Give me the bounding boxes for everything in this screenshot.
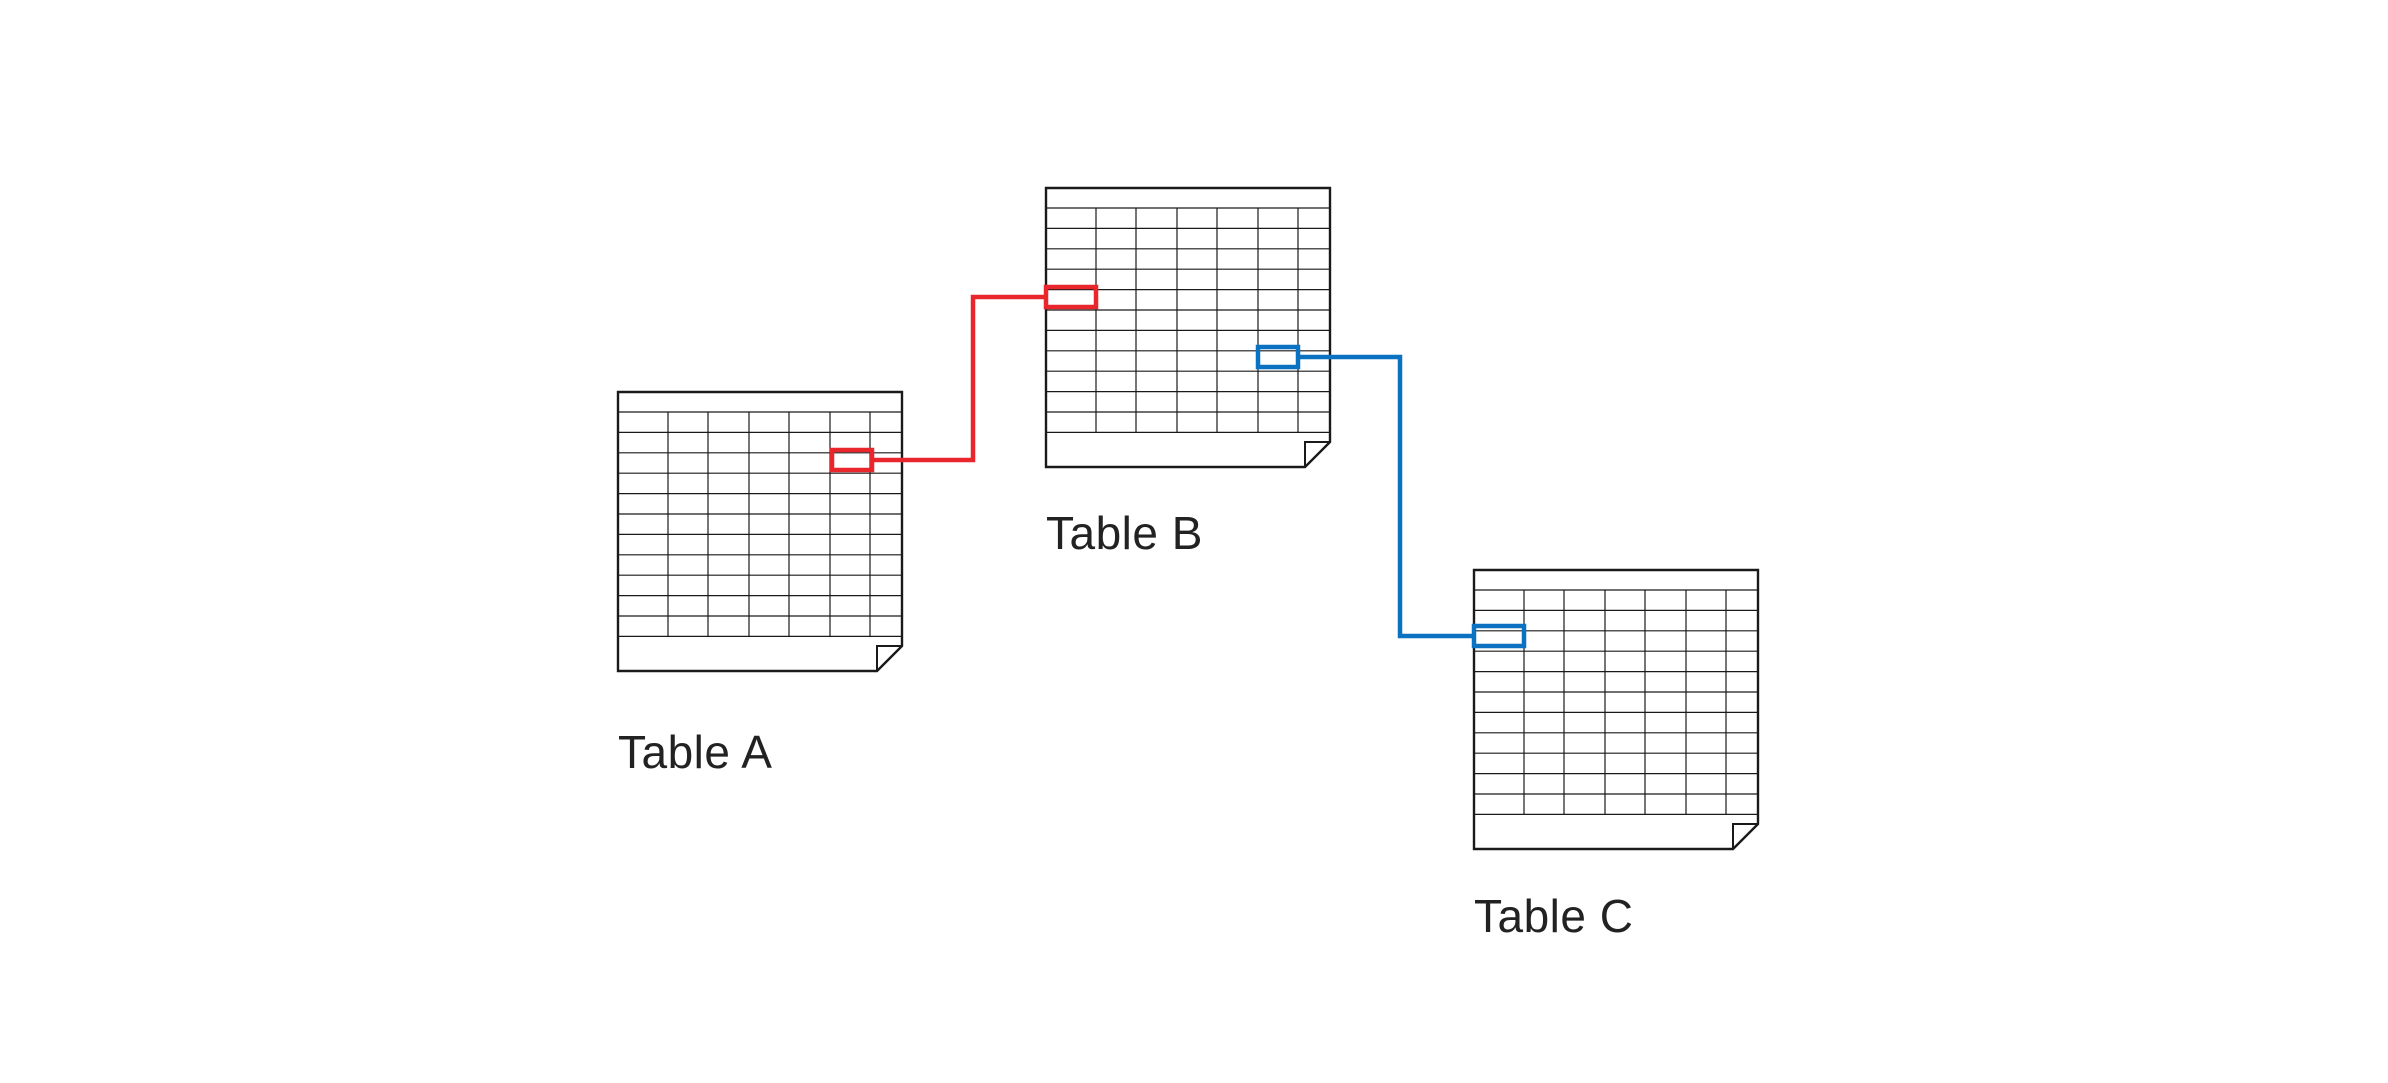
link-b-to-c <box>1255 344 1527 649</box>
table-b-key-cell-highlight <box>1043 284 1099 310</box>
table-a-key-cell-highlight <box>829 447 875 473</box>
link-a-to-b <box>829 284 1099 473</box>
link-a-to-b-connector <box>872 294 1046 463</box>
table-c-spreadsheet-icon <box>1472 568 1760 851</box>
table-b: Table B <box>1044 186 1332 559</box>
table-a-spreadsheet-icon <box>616 390 904 673</box>
link-b-to-c-connector <box>1298 354 1474 639</box>
table-a-label: Table A <box>618 726 772 778</box>
table-c: Table C <box>1472 568 1760 942</box>
sheet-outline <box>616 390 904 673</box>
sheet-fold <box>876 645 902 671</box>
table-c-label: Table C <box>1474 890 1633 942</box>
sheet-outline <box>1044 186 1332 469</box>
sheet-outline <box>1472 568 1760 851</box>
table-c-key-cell-highlight <box>1471 623 1527 649</box>
sheet-fold <box>1304 441 1330 467</box>
table-b-spreadsheet-icon <box>1044 186 1332 469</box>
table-b-foreign-cell-highlight <box>1255 344 1301 370</box>
table-b-label: Table B <box>1046 507 1203 559</box>
sheet-fold <box>1732 823 1758 849</box>
